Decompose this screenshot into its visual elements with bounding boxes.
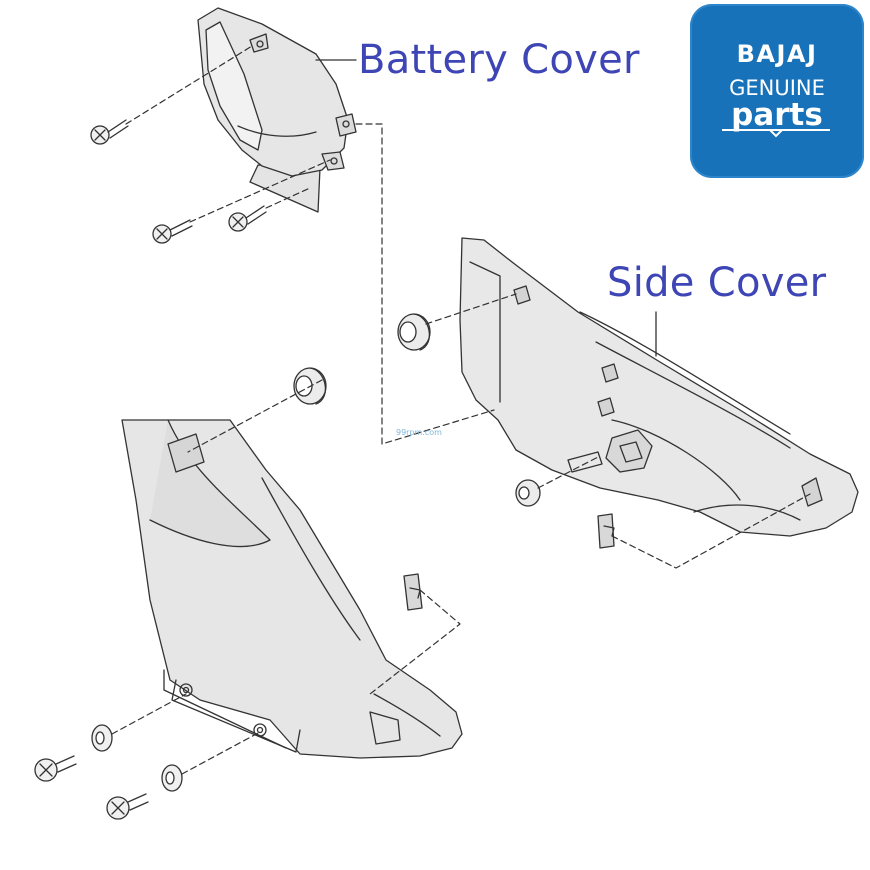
clip [403,573,423,611]
washer [161,764,183,792]
side-cover-label: Side Cover [607,260,827,306]
screw [90,119,129,145]
logo-brand-text: BAJAJ [736,40,818,68]
clip [597,513,615,549]
screw [34,755,77,782]
logo-parts-text: parts [731,97,823,133]
lower-cover-part [121,419,463,759]
grommet [515,479,541,507]
battery-cover-part [197,7,357,213]
watermark-text: 99rpm.com [396,428,442,437]
battery-cover-label: Battery Cover [358,37,640,83]
screw [106,793,149,820]
screw [152,219,193,244]
side-cover-part [459,237,859,537]
washer [91,724,113,752]
assembly-lines [111,45,811,775]
bajaj-genuine-parts-logo: BAJAJ GENUINE parts [690,4,864,178]
screw [228,205,267,232]
grommet [397,313,431,351]
logo-swoosh-icon [722,129,830,138]
logo-genuine-text: GENUINE [729,76,825,100]
